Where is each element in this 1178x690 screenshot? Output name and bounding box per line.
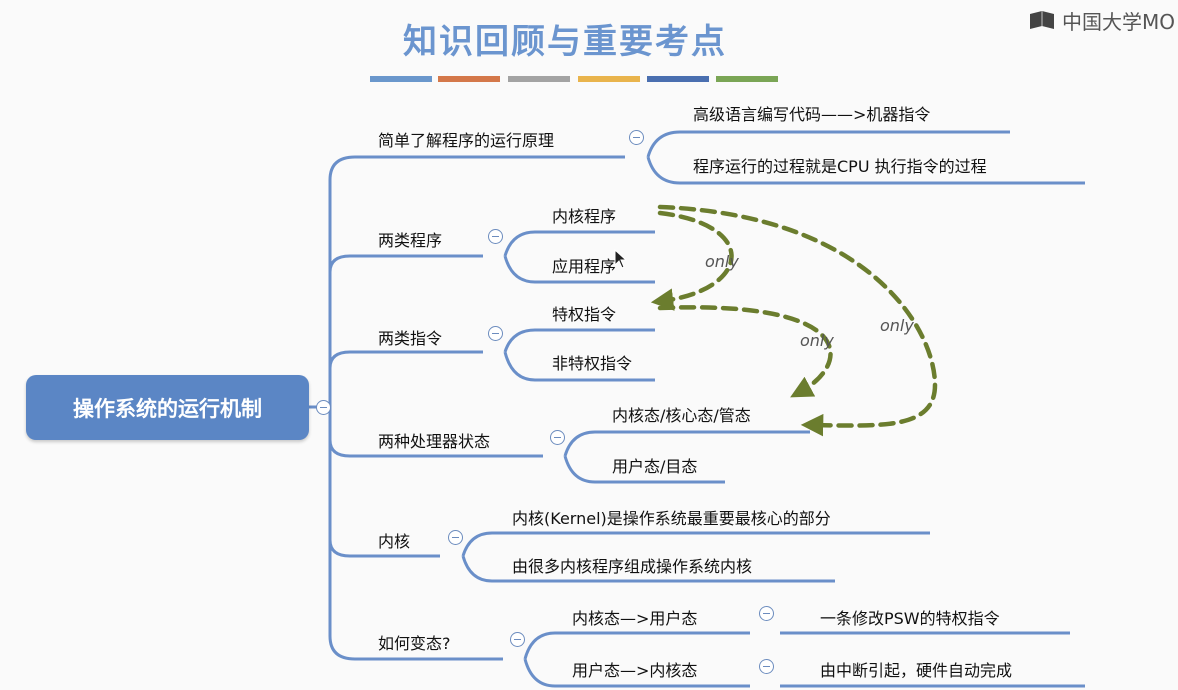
b2-child-app-program[interactable]: 应用程序 [552,257,617,276]
collapse-b3-icon[interactable] [488,326,503,341]
b6-grandchild-psw[interactable]: 一条修改PSW的特权指令 [820,609,1000,628]
arrow-label-only-1: only [705,252,739,271]
trunk-b4 [328,439,351,458]
arrow-label-only-3: only [880,316,914,335]
trunk-curve-bottom [328,407,356,661]
b6-child-kernel-to-user[interactable]: 内核态—>用户态 [572,609,698,628]
b2-child-kernel-program[interactable]: 内核程序 [552,207,617,226]
trunk-curve-top [328,155,356,407]
b1-child-2[interactable]: 程序运行的过程就是CPU 执行指令的过程 [693,157,987,176]
color-bar-1 [370,76,432,82]
arrow-kernel-to-privileged [650,210,734,311]
trunk-b2 [328,254,351,273]
collapse-root-icon[interactable] [316,400,331,415]
b2-fork [503,230,655,284]
collapse-b1-icon[interactable] [629,130,644,145]
arrow-label-only-2: only [800,331,834,350]
root-node[interactable]: 操作系统的运行机制 [26,375,309,440]
color-bar-4 [578,76,640,82]
b6-fork [523,631,750,688]
arrow-privileged-to-kernelmode [657,305,833,398]
color-bar-3 [508,76,570,82]
trunk-b3 [328,350,351,369]
b1-fork [646,130,1085,185]
b5-child-1[interactable]: 内核(Kernel)是操作系统最重要最核心的部分 [512,509,831,528]
branch-two-instructions[interactable]: 两类指令 [378,329,443,348]
collapse-b4-icon[interactable] [550,430,565,445]
b4-child-user-mode[interactable]: 用户态/目态 [612,457,698,476]
b3-fork [503,328,655,382]
b3-child-privileged[interactable]: 特权指令 [552,305,617,324]
branch-state-change[interactable]: 如何变态? [378,634,451,653]
b5-child-2[interactable]: 由很多内核程序组成操作系统内核 [512,557,753,576]
b6-child-user-to-kernel[interactable]: 用户态—>内核态 [572,661,698,680]
page-title: 知识回顾与重要考点 [403,22,727,62]
branch-processor-states[interactable]: 两种处理器状态 [378,432,491,451]
b4-child-kernel-mode[interactable]: 内核态/核心态/管态 [612,406,751,425]
color-bar-5 [647,76,709,82]
b1-child-1[interactable]: 高级语言编写代码——>机器指令 [693,105,931,124]
mouse-cursor-icon [614,249,628,269]
mooc-logo-icon [1028,10,1056,32]
collapse-b6-icon[interactable] [510,632,525,647]
branch-two-programs[interactable]: 两类程序 [378,231,443,250]
watermark-text: 中国大学MO [1062,10,1175,34]
trunk-b5 [328,539,351,558]
color-bar-6 [716,76,778,82]
collapse-b6-sub2-icon[interactable] [759,659,774,674]
b6-grandchild-interrupt[interactable]: 由中断引起，硬件自动完成 [820,661,1013,680]
collapse-b6-sub1-icon[interactable] [759,606,774,621]
b4-fork [563,430,810,484]
b5-fork [461,531,930,583]
branch-program-principle[interactable]: 简单了解程序的运行原理 [378,131,555,150]
collapse-b2-icon[interactable] [488,229,503,244]
arrow-kernel-to-kernelmode [657,204,938,437]
branch-kernel[interactable]: 内核 [378,532,411,551]
collapse-b5-icon[interactable] [448,530,463,545]
watermark: 中国大学MO [1028,6,1175,35]
color-bar-2 [438,76,500,82]
b3-child-nonprivileged[interactable]: 非特权指令 [552,354,633,373]
